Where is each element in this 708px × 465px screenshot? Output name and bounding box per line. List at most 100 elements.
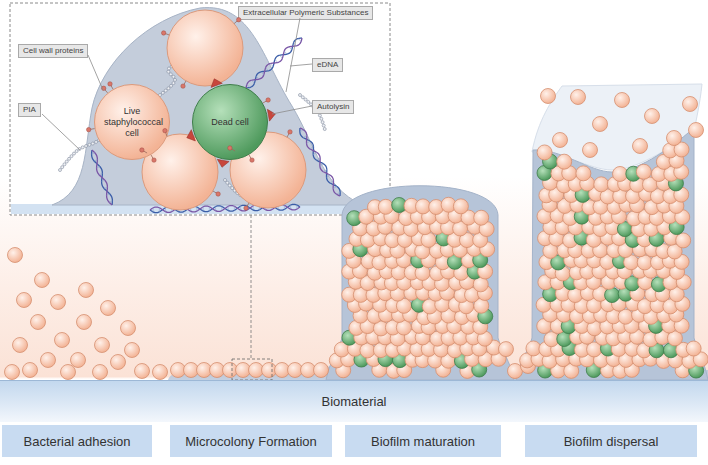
- live-cell: Live staphylococcal cell: [94, 84, 170, 160]
- live-cell: [689, 123, 704, 138]
- edna-strand: [300, 128, 340, 196]
- live-cell: [583, 143, 598, 158]
- eps-matrix: [326, 186, 514, 380]
- live-cell: [79, 283, 94, 298]
- live-cell: [61, 365, 76, 380]
- live-cell: [645, 109, 660, 124]
- edna-rung: [247, 84, 250, 87]
- edna-rung: [266, 68, 269, 71]
- cell-wall-protein: [237, 18, 241, 22]
- cell-wall-protein: [102, 86, 106, 90]
- pia-bead: [231, 187, 234, 190]
- live-cell: [541, 89, 556, 104]
- edna-rung: [203, 207, 204, 211]
- live-cell: [314, 363, 329, 378]
- pia-bead: [299, 94, 302, 97]
- live-cell: [125, 343, 140, 358]
- pia-bead: [167, 70, 170, 73]
- edna-rung: [300, 130, 304, 132]
- stage-box: Biofilm maturation: [345, 425, 501, 457]
- node-text: Extracellular Polymeric Substances: [243, 8, 368, 17]
- cell-wall-protein: [249, 155, 252, 160]
- edna-strand: [92, 150, 113, 205]
- pia-bead: [68, 157, 71, 160]
- edna-rung: [294, 43, 297, 46]
- pia-bead: [318, 114, 321, 117]
- edna-rung: [94, 160, 97, 161]
- edna-rung: [323, 169, 327, 171]
- edna-rung: [104, 187, 107, 188]
- pia-bead: [172, 75, 175, 78]
- edna-rung: [270, 64, 273, 67]
- cell-wall-protein: [230, 148, 235, 151]
- cell-wall-protein: [104, 88, 108, 93]
- edna-rung: [196, 207, 197, 211]
- autolysin-enzyme: [187, 130, 196, 141]
- live-cell: [35, 273, 50, 288]
- edna-rung: [228, 206, 229, 210]
- edna-strand: [92, 150, 112, 205]
- cell-wall-protein: [89, 129, 95, 130]
- edna-rung: [333, 186, 337, 188]
- live-cell: [636, 164, 651, 179]
- cell-wall-protein: [151, 155, 154, 160]
- live-cell: [71, 353, 86, 368]
- pia-bead: [167, 87, 170, 90]
- cell-wall-protein: [161, 31, 165, 35]
- live-cell: [637, 255, 652, 270]
- edna-rung: [256, 76, 259, 79]
- pia-bead: [75, 150, 78, 153]
- pia-bead: [161, 91, 164, 94]
- node-text: Biomaterial: [321, 394, 386, 409]
- edna-rung: [303, 135, 307, 137]
- edna-rung: [253, 206, 254, 210]
- cell-wall-protein: [110, 84, 113, 89]
- live-cell: [557, 154, 572, 169]
- live-cell: [41, 353, 56, 368]
- edna-rung: [310, 147, 314, 149]
- pia-bead: [61, 166, 64, 169]
- node-text: PIA: [23, 105, 36, 114]
- node-text: Microcolony Formation: [185, 434, 317, 449]
- stage-box: Biofilm dispersal: [525, 425, 697, 457]
- live-cell: [95, 85, 170, 160]
- node-text: Biofilm dispersal: [564, 434, 659, 449]
- live-cell: [101, 301, 116, 316]
- live-cell: [415, 199, 430, 214]
- node-text: eDNA: [317, 60, 338, 69]
- live-cell: [676, 233, 691, 248]
- live-cell: [135, 364, 150, 379]
- cell-wall-protein: [140, 148, 144, 152]
- live-cell: [453, 199, 468, 214]
- edna-rung: [165, 208, 166, 212]
- pia-bead: [88, 143, 91, 146]
- label-box: Autolysin: [312, 100, 354, 114]
- live-cell: [153, 365, 168, 380]
- pia-bead: [320, 117, 323, 120]
- pia-bead: [91, 142, 94, 145]
- biomaterial-band: Biomaterial: [0, 380, 708, 422]
- dead-cell: [605, 288, 620, 303]
- live-cell: [613, 166, 628, 181]
- edna-rung: [280, 55, 283, 58]
- pia-bead: [174, 78, 177, 81]
- zoom-line: [251, 215, 252, 359]
- pia-bead: [172, 82, 175, 85]
- pia-bead: [72, 152, 75, 155]
- pia-bead: [85, 145, 88, 148]
- live-cell: [95, 338, 110, 353]
- edna-rung: [153, 208, 154, 212]
- cell-wall-protein: [152, 158, 156, 162]
- cell-wall-protein: [288, 130, 292, 134]
- live-cell: [31, 315, 46, 330]
- pia-bead: [59, 169, 62, 172]
- edna-strand: [300, 128, 340, 196]
- node-text: Live staphylococcal cell: [104, 106, 160, 139]
- live-cell: [618, 309, 633, 324]
- cell-wall-protein: [266, 98, 270, 102]
- leader-line: [272, 106, 312, 114]
- cell-wall-protein: [244, 206, 248, 210]
- edna-rung: [298, 39, 301, 42]
- pia-bead: [323, 128, 326, 131]
